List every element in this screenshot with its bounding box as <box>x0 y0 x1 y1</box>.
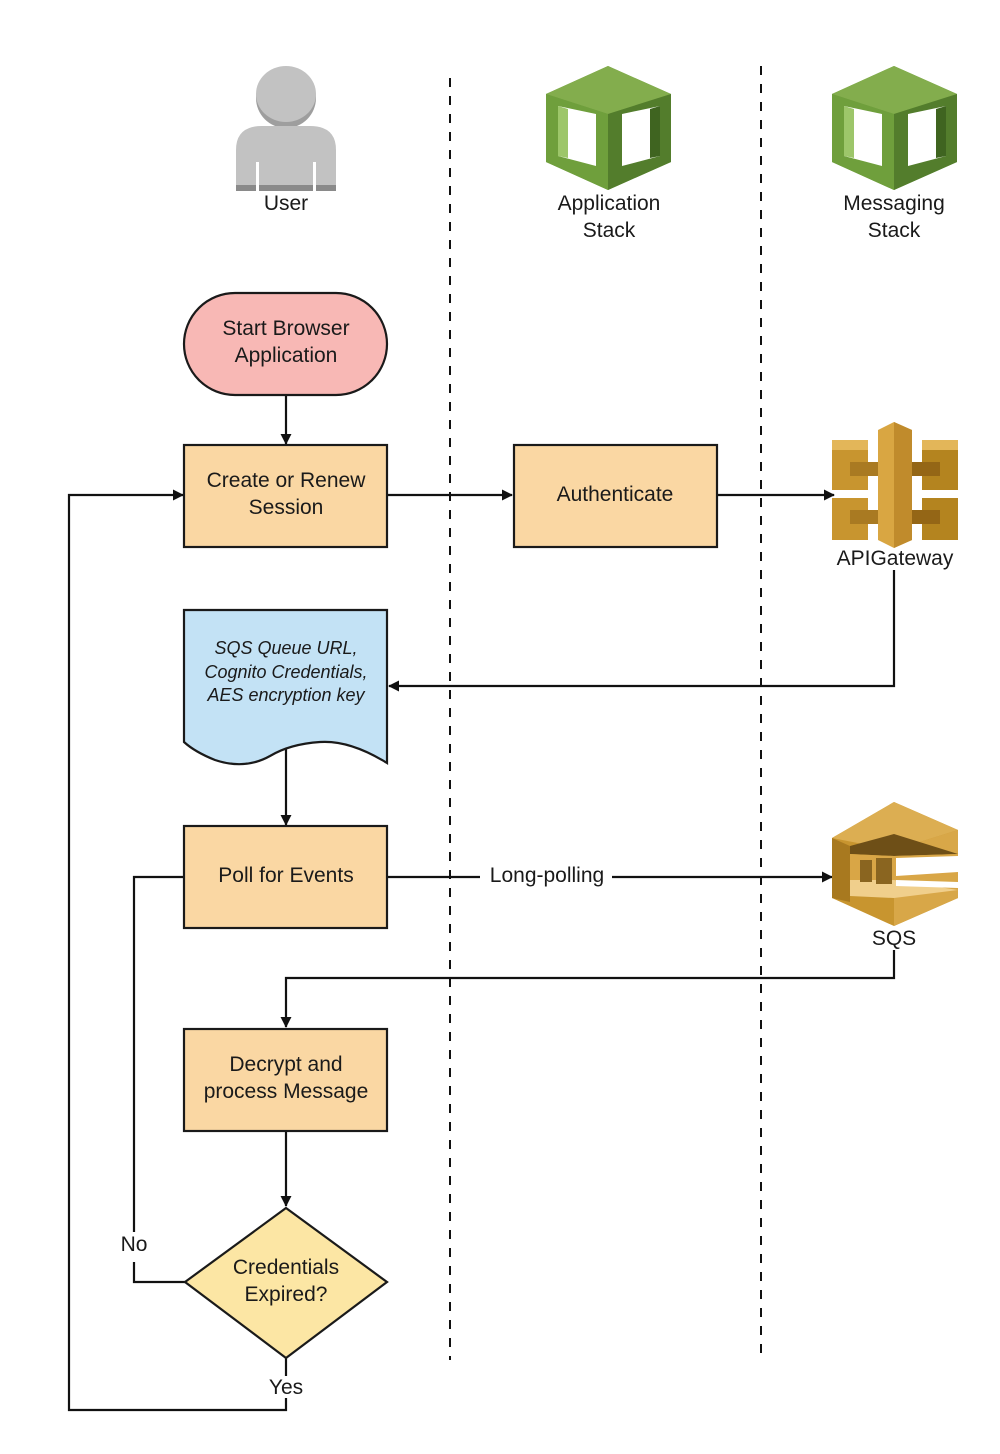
lane-label-user: User <box>264 192 308 215</box>
poll-label: Poll for Events <box>218 864 353 887</box>
user-icon <box>236 66 336 192</box>
credentials-line3: AES encryption key <box>206 685 365 705</box>
start-node[interactable]: Start Browser Application <box>182 291 389 397</box>
authenticate-label: Authenticate <box>557 483 674 506</box>
edge-expired-yes-b <box>67 489 288 1412</box>
cloudformation-stack-icon <box>832 66 957 190</box>
credentials-document[interactable]: SQS Queue URL, Cognito Credentials, AES … <box>182 608 389 766</box>
poll-node[interactable]: Poll for Events <box>182 824 389 930</box>
edge-label-long-polling: Long-polling <box>490 864 604 887</box>
lane-label-msg-line2: Stack <box>868 219 921 242</box>
decrypt-label-line2: process Message <box>204 1080 369 1103</box>
sqs-label: SQS <box>872 927 916 950</box>
decrypt-node[interactable]: Decrypt and process Message <box>182 1027 389 1133</box>
api-gateway-icon[interactable] <box>832 422 958 548</box>
session-node[interactable]: Create or Renew Session <box>182 443 389 549</box>
credentials-line2: Cognito Credentials, <box>204 662 367 682</box>
decision-label-line2: Expired? <box>245 1283 328 1306</box>
edges <box>67 395 896 1412</box>
edge-label-yes: Yes <box>269 1376 303 1399</box>
edge-label-no: No <box>121 1233 148 1256</box>
edge-expired-no-a <box>132 1262 185 1284</box>
decrypt-label-line1: Decrypt and <box>229 1053 342 1076</box>
apigw-label: APIGateway <box>837 547 954 570</box>
edge-expired-no-b <box>132 875 183 1232</box>
edge-sqs-to-decrypt <box>280 950 896 1028</box>
cloudformation-stack-icon <box>546 66 671 190</box>
start-label-line2: Application <box>235 344 338 367</box>
start-label-line1: Start Browser <box>222 317 349 340</box>
credentials-expired-decision[interactable]: Credentials Expired? <box>183 1206 389 1360</box>
authenticate-node[interactable]: Authenticate <box>512 443 719 549</box>
edge-apigw-to-creds <box>388 570 896 692</box>
session-label-line2: Session <box>249 496 324 519</box>
session-label-line1: Create or Renew <box>207 469 367 492</box>
sqs-icon[interactable] <box>832 802 958 926</box>
decision-label-line1: Credentials <box>233 1256 339 1279</box>
lane-label-app-line1: Application <box>558 192 661 215</box>
credentials-line1: SQS Queue URL, <box>214 638 357 658</box>
lane-label-msg-line1: Messaging <box>843 192 945 215</box>
lane-label-app-line2: Stack <box>583 219 636 242</box>
